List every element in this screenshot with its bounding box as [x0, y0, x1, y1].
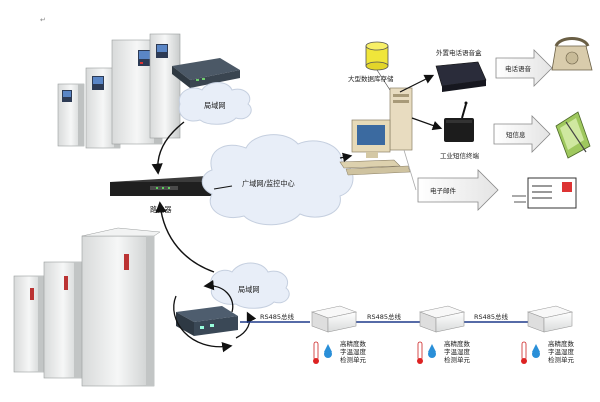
serial-converter-device: [176, 306, 238, 336]
arrow-lan-to-router: [151, 121, 185, 175]
lan-cloud-bottom: 局域网: [210, 262, 290, 309]
arrow-converter-right: [235, 311, 257, 339]
arrow-bottom-lan-to-router: [155, 201, 215, 273]
database-label: 大型数据库存储: [348, 74, 394, 83]
svg-text:↵: ↵: [40, 16, 46, 24]
rs485-bus: RS485总线 RS485总线 RS485总线: [240, 312, 528, 323]
bus-label-3: RS485总线: [474, 312, 509, 321]
arrow-converter-loop: [173, 295, 233, 353]
svg-text:高精度数: 高精度数: [548, 339, 575, 348]
svg-text:电话语音: 电话语音: [505, 64, 532, 73]
svg-text:电子邮件: 电子邮件: [430, 186, 457, 195]
ups-cabinets-bottom: [13, 227, 161, 387]
sms-message-arrow: 短信息: [493, 115, 551, 153]
arrow-to-sms-terminal: [411, 117, 443, 131]
svg-text:检测单元: 检测单元: [444, 355, 471, 364]
network-switch-top: [172, 58, 240, 88]
svg-text:高精度数: 高精度数: [444, 339, 471, 348]
svg-text:检测单元: 检测单元: [548, 355, 575, 364]
router: 路由器: [110, 176, 214, 214]
lan-top-label: 局域网: [204, 101, 226, 110]
svg-text:字温湿度: 字温湿度: [548, 347, 575, 356]
phone-box-label: 外置电话语音盒: [436, 48, 482, 57]
svg-text:字温湿度: 字温湿度: [340, 347, 367, 356]
lan-bottom-label: 局域网: [238, 285, 260, 294]
svg-text:高精度数: 高精度数: [340, 339, 367, 348]
database-icon: [365, 41, 389, 71]
telephone-icon: [551, 37, 593, 71]
handheld-sms-icon: [555, 111, 591, 159]
wan-cloud: 广域网/监控中心: [201, 134, 354, 226]
svg-text:短信息: 短信息: [506, 130, 526, 139]
wan-label: 广域网/监控中心: [242, 179, 295, 188]
arrow-wan-to-computer: [339, 152, 353, 163]
phone-voice-box: [435, 61, 487, 92]
computer-icon: [339, 87, 413, 176]
lan-cloud-top: 局域网: [178, 82, 252, 125]
svg-text:字温湿度: 字温湿度: [444, 347, 471, 356]
sensor-unit-1: 高精度数 字温湿度 检测单元: [310, 305, 367, 364]
sensor-unit-2: 高精度数 字温湿度 检测单元: [417, 305, 471, 364]
arrow-converter-up: [203, 279, 234, 313]
email-arrow: 电子邮件: [417, 169, 499, 211]
bus-label-2: RS485总线: [367, 312, 402, 321]
voice-call-arrow: 电话语音: [495, 49, 553, 87]
bus-label-1: RS485总线: [260, 312, 295, 321]
ups-cabinets-top: [57, 33, 181, 149]
sms-terminal: [444, 101, 474, 142]
arrow-to-phone-box: [399, 74, 435, 93]
svg-text:检测单元: 检测单元: [340, 355, 367, 364]
email-envelope-icon: [512, 177, 577, 209]
sms-terminal-label: 工业短信终端: [440, 151, 480, 160]
sensor-unit-3: 高精度数 字温湿度 检测单元: [521, 305, 575, 364]
